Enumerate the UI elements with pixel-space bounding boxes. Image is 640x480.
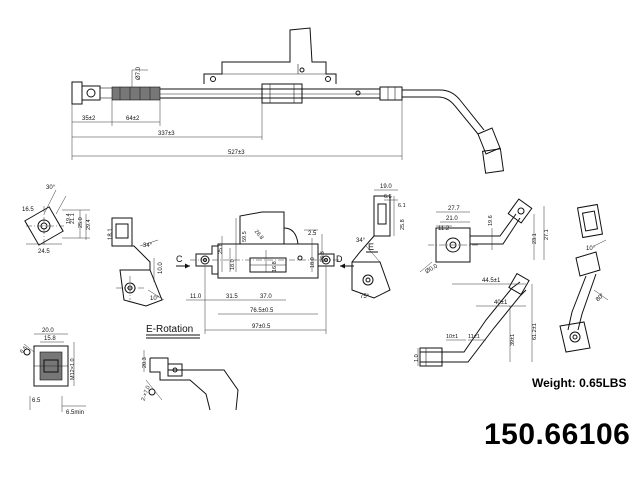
dim-11-0: 11.0 (190, 294, 202, 300)
dim-29-4: 29.4 (86, 219, 92, 230)
dim-15-8: 15.8 (44, 336, 56, 342)
far-right-view: 10° 80° (559, 203, 609, 353)
hose-top-view: Ø7.0 35±2 64±2 337±3 527±3 (71, 27, 505, 174)
dim-25-0: 25.0 (78, 217, 84, 228)
fitting-detail: 20.0 15.8 6.5 M12×1.0 6.5 6.5min (19, 328, 86, 416)
side-view-fitting (419, 347, 443, 367)
dim-2-5: 2.5 (308, 231, 317, 237)
dim-44-5: 44.5±1 (482, 278, 501, 284)
view-d: 19.0 6.5 6.1 25.8 34° 75° E (351, 184, 406, 300)
dim-angle-34: 34° (143, 243, 153, 249)
dim-23-1: 23.1 (532, 233, 538, 244)
dim-11-2: 11.2 (438, 226, 450, 232)
dim-20-3: 20.3 (142, 357, 148, 368)
view-label-c: C (176, 254, 183, 264)
dim-11: 11±1 (468, 334, 480, 340)
view-label-e: E (368, 242, 374, 252)
bracket-right-ear (317, 253, 335, 267)
bracket-upright (239, 211, 285, 244)
dim-overall-length: 527±3 (228, 150, 245, 156)
dim-26-8-a: 26.8 (253, 229, 264, 241)
dim-40: 40±1 (494, 300, 508, 306)
mounting-bracket (203, 27, 337, 84)
dim-18-0-a: 18.0 (230, 259, 236, 270)
dim-angle-30: 30° (46, 185, 56, 191)
fitting-square-outline (24, 206, 64, 246)
dim-6-1: 6.1 (398, 203, 406, 209)
dim-37-0: 37.0 (260, 294, 272, 300)
steel-tube (402, 89, 485, 131)
dim-21-0: 21.0 (446, 216, 458, 222)
dim-fitting-length: 35±2 (82, 116, 96, 122)
dim-27-7: 27.7 (448, 206, 460, 212)
dim-19-4: 19.4 (66, 213, 72, 224)
rotation-bracket-outline (150, 357, 239, 411)
far-right-fitting (559, 321, 591, 353)
dim-angle-10-far: 10° (586, 246, 596, 252)
view-d-upright (373, 195, 391, 237)
far-right-tab (576, 203, 604, 239)
view-label-d: D (336, 254, 343, 264)
dim-hose-diameter: Ø7.0 (136, 66, 142, 80)
dim-angle-80: 80° (595, 292, 606, 303)
dim-21-1: 21.1 (70, 213, 76, 224)
dim-24-5: 24.5 (38, 249, 50, 255)
dim-1-0: 1.0 (414, 354, 420, 362)
weight-label: Weight: 0.65LBS (532, 376, 627, 390)
dim-19-0: 19.0 (380, 184, 392, 190)
dim-26-8-b: 26.8 (320, 251, 326, 262)
dim-25-8-d: 25.8 (400, 219, 406, 230)
e-rotation-label: E-Rotation (146, 324, 193, 335)
dim-2-holes: 2-×7.0 (141, 385, 152, 402)
dim-59-5: 59.5 (242, 231, 248, 242)
dim-25-8-a: 25.8 (218, 243, 224, 254)
dim-39: 39±1 (510, 334, 516, 346)
dim-6-5: 6.5 (384, 194, 392, 200)
section-a-view: 30° 16.5 19.4 21.1 25.0 29.4 24.5 (22, 185, 92, 255)
dim-6-5-b: 6.5 (32, 398, 41, 404)
dim-16-8: 16.8 (272, 261, 278, 272)
dim-19-6: 19.6 (488, 215, 494, 226)
right-end-fitting (477, 127, 501, 155)
side-view: 44.5±1 40±1 10±1 11±1 39±1 61.2±1 1.0 (414, 272, 538, 367)
dim-10: 10±1 (446, 334, 458, 340)
dim-20-0: 20.0 (42, 328, 54, 334)
dim-10-0: 10.0 (158, 262, 164, 274)
dim-ferrule-length: 64±2 (126, 116, 140, 122)
dim-angle-34-d: 34° (356, 238, 366, 244)
dim-18-1: 18.1 (108, 228, 114, 240)
dim-6-5-min: 6.5min (66, 410, 84, 416)
dim-16-5: 16.5 (22, 207, 34, 213)
dim-27-1: 27.1 (544, 229, 550, 240)
view-c-tab (111, 217, 133, 247)
part-number: 150.66106 (484, 418, 631, 451)
dim-clamp-position: 337±3 (158, 131, 175, 137)
end-view-right: 27.7 21.0 11.2 19.6 23.1 27.1 Ø0.0 (419, 198, 550, 275)
dim-76-5: 76.5±0.5 (250, 308, 274, 314)
dim-bore-diameter: Ø0.0 (425, 263, 440, 275)
view-c: 18.1 34° 10.0 10° (108, 217, 165, 307)
dim-thread: M12×1.0 (70, 358, 76, 380)
dim-6-5-a: 6.5 (19, 345, 29, 355)
dim-61-2: 61.2±1 (532, 323, 538, 340)
left-end-fitting (71, 81, 83, 105)
dim-31-5: 31.5 (226, 294, 238, 300)
hose-clamp (261, 83, 303, 104)
dim-18-0-b: 18.0 (310, 257, 316, 268)
right-ferrule (379, 86, 403, 101)
dim-angle-75: 75° (360, 294, 370, 300)
crimp-ferrule (111, 86, 161, 101)
end-view-fitting (507, 198, 533, 224)
center-bracket-view: 25.8 59.5 26.8 2.5 18.0 18.0 26.8 16.8 1… (176, 211, 354, 334)
dim-97: 97±0.5 (252, 324, 271, 330)
dim-angle-10: 10° (150, 296, 160, 302)
e-rotation-view: E-Rotation 20.3 2-×7.0 (141, 324, 239, 411)
